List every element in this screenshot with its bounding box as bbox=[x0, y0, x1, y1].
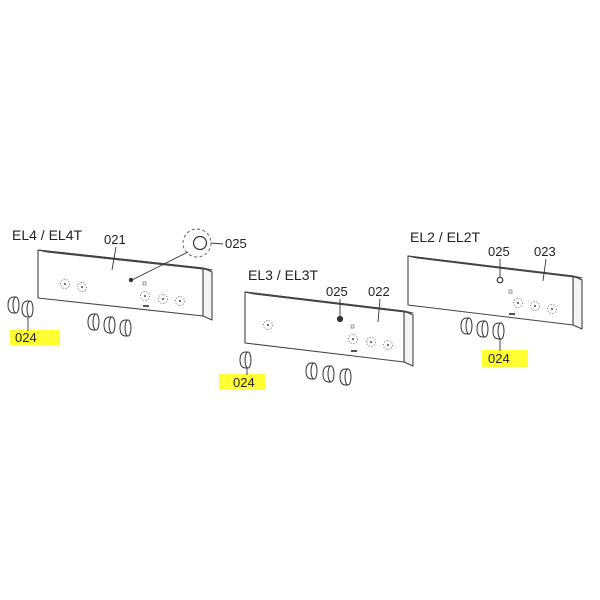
part-label-025-el2: 025 bbox=[488, 244, 510, 259]
knob-icon bbox=[322, 365, 335, 383]
knob-icon bbox=[239, 351, 252, 369]
knob-icon bbox=[460, 317, 473, 335]
knob-icon bbox=[103, 316, 116, 334]
el2-knob-set bbox=[460, 317, 505, 340]
knob-icon bbox=[339, 368, 352, 386]
el4-model-label: EL4 / EL4T bbox=[12, 227, 82, 243]
part-label-023: 023 bbox=[534, 244, 556, 259]
el4-knob-set bbox=[87, 313, 132, 337]
el2-dials bbox=[508, 289, 557, 315]
knob-icon bbox=[7, 296, 20, 314]
control-panel-022 bbox=[244, 291, 414, 367]
part-label-021: 021 bbox=[104, 232, 126, 247]
knob-icon bbox=[492, 322, 505, 340]
el3-knob-set bbox=[305, 362, 352, 386]
knob-icon bbox=[21, 300, 34, 318]
knob-icon bbox=[87, 313, 100, 331]
highlight-024-el4 bbox=[10, 330, 60, 345]
el4-spare-knobs bbox=[7, 296, 34, 318]
el3-group: EL3 / EL3T 025 022 024 bbox=[219, 267, 414, 390]
knob-icon bbox=[305, 362, 318, 380]
el3-model-label: EL3 / EL3T bbox=[248, 267, 318, 283]
control-panel-021 bbox=[37, 249, 213, 321]
highlight-024-el3 bbox=[219, 374, 265, 390]
control-panel-023 bbox=[407, 255, 583, 330]
el2-model-label: EL2 / EL2T bbox=[410, 229, 480, 245]
indicator-lamp-025-detail bbox=[128, 228, 212, 283]
part-label-024-el3: 024 bbox=[233, 375, 255, 390]
el4-dials bbox=[60, 279, 185, 307]
el3-dials bbox=[263, 320, 393, 352]
knob-icon bbox=[476, 320, 489, 338]
part-label-024-el4: 024 bbox=[15, 330, 37, 345]
part-label-024-el2: 024 bbox=[488, 351, 510, 366]
el4-group: EL4 / EL4T 021 025 bbox=[7, 227, 247, 345]
part-label-025-el3: 025 bbox=[326, 284, 348, 299]
el2-group: EL2 / EL2T 025 023 bbox=[407, 229, 583, 367]
highlight-024-el2 bbox=[482, 350, 528, 367]
part-label-022: 022 bbox=[368, 284, 390, 299]
part-label-025-el4: 025 bbox=[225, 236, 247, 251]
knob-icon bbox=[119, 319, 132, 337]
